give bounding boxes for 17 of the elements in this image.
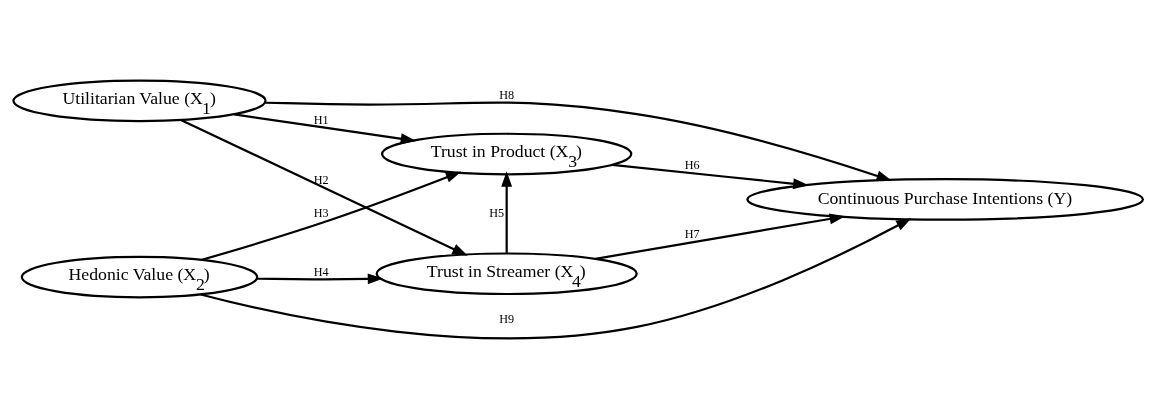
arrow [200,218,912,340]
arrow [180,119,468,256]
arrow [201,171,462,261]
arrow [256,273,384,285]
edge-label: H1 [313,112,329,127]
edge-label: H6 [684,158,700,173]
edge-label: H3 [313,205,329,220]
edge-label: H9 [499,312,515,327]
edge-label: H4 [313,264,329,279]
edge-label: H7 [684,227,700,242]
edge-label: H8 [499,88,515,103]
edge-label: H5 [489,205,505,220]
arrow [595,213,846,260]
arrow [233,113,417,145]
arrow [501,171,513,253]
arrow [612,163,809,190]
arrow [265,101,893,182]
